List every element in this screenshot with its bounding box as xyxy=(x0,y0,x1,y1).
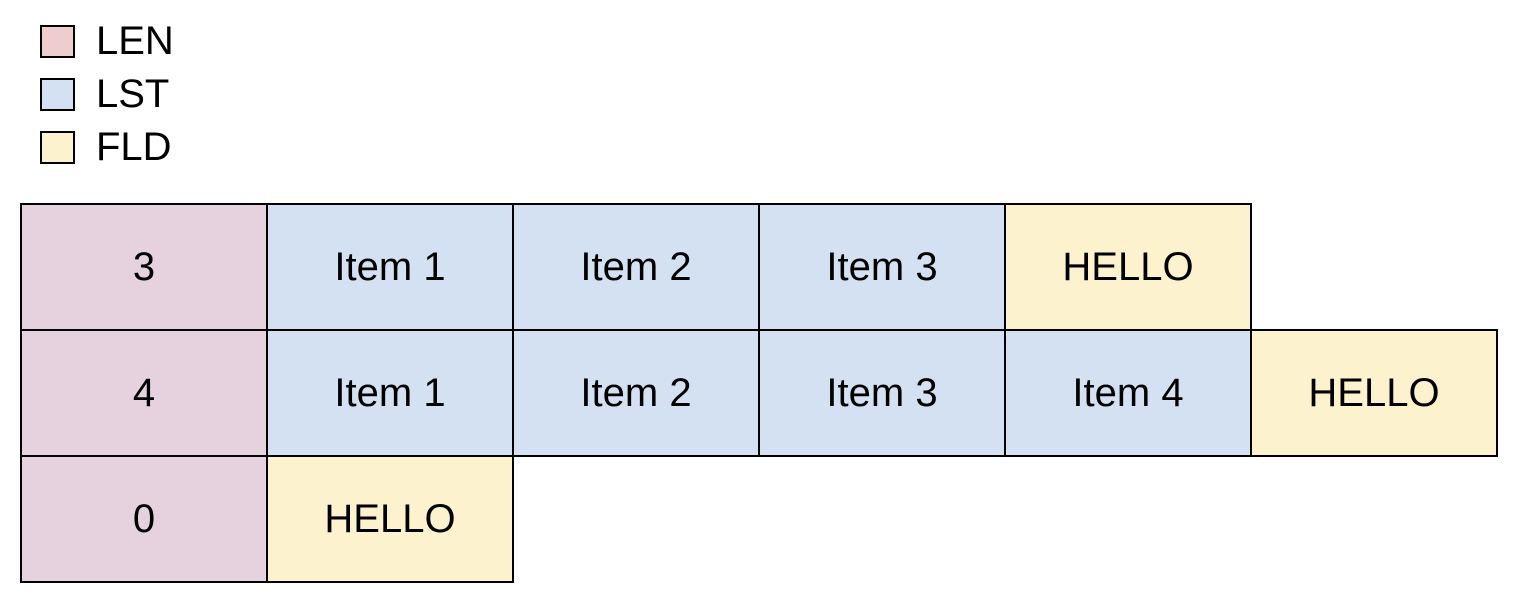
legend-item-lst: LST xyxy=(40,72,174,116)
cell-fld: HELLO xyxy=(1250,329,1498,457)
legend-item-len: LEN xyxy=(40,19,174,63)
legend: LEN LST FLD xyxy=(40,19,174,183)
legend-item-fld: FLD xyxy=(40,125,174,169)
cell-fld: HELLO xyxy=(266,455,514,583)
cell-lst: Item 1 xyxy=(266,329,514,457)
cell-len: 0 xyxy=(20,455,268,583)
cell-lst: Item 1 xyxy=(266,203,514,331)
len-color-swatch xyxy=(40,24,75,58)
cell-lst: Item 4 xyxy=(1004,329,1252,457)
lst-color-swatch xyxy=(40,77,75,111)
legend-label-fld: FLD xyxy=(96,125,172,169)
cell-lst: Item 3 xyxy=(758,203,1006,331)
legend-label-len: LEN xyxy=(96,19,174,63)
cell-len: 4 xyxy=(20,329,268,457)
cell-lst: Item 2 xyxy=(512,203,760,331)
cell-lst: Item 2 xyxy=(512,329,760,457)
fld-color-swatch xyxy=(40,130,75,164)
cell-lst: Item 3 xyxy=(758,329,1006,457)
cell-fld: HELLO xyxy=(1004,203,1252,331)
legend-label-lst: LST xyxy=(96,72,170,116)
cell-len: 3 xyxy=(20,203,268,331)
